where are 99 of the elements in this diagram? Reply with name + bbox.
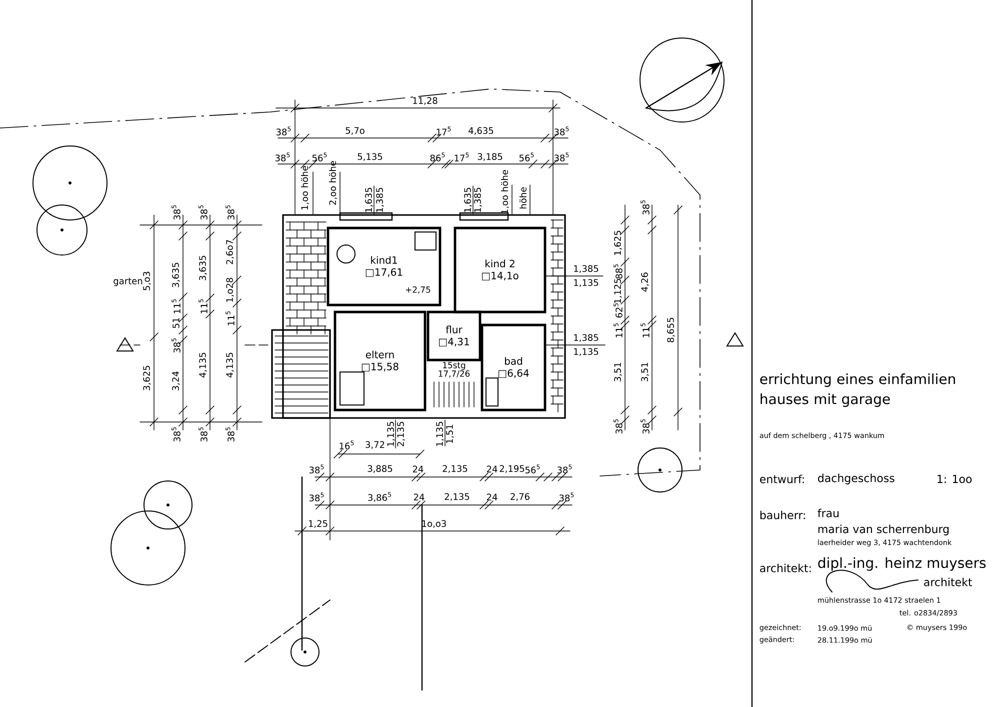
dimension-label: 3,635: [172, 262, 180, 288]
title-text: errichtung eines einfamilien hauses mit garage: [760, 373, 955, 407]
dimension-label: 11$^{5}$: [640, 323, 650, 338]
dimension-label: 1o,o3: [422, 520, 446, 528]
field-label: architekt:: [760, 564, 811, 572]
field-label: 1: 1oo: [938, 474, 972, 484]
dimension-label: 86$^{5}$: [430, 152, 445, 162]
dimension-label: 1,635: [365, 188, 373, 212]
dimension-label: 24: [486, 494, 498, 500]
dimension-label: 2,195: [500, 465, 524, 473]
dimension-label: 38$^{5}$: [226, 205, 234, 220]
dimension-label: 1,135: [387, 422, 395, 446]
dimension-label: 11$^{5}$: [614, 323, 622, 338]
dimension-label: 17$^{5}$: [436, 126, 451, 136]
annotation-label: +2,75: [406, 286, 430, 294]
dimension-label: 5,135: [358, 153, 382, 161]
dimension-label: 1,135: [574, 279, 598, 287]
dimension-label: 3,625: [143, 366, 151, 390]
dimension-label: 1,385: [574, 334, 598, 342]
dimension-label: 11$^{5}$: [172, 299, 180, 314]
dimension-label: 24: [412, 466, 424, 472]
dimension-label: 24: [414, 494, 424, 500]
field-label: bauherr:: [760, 510, 805, 520]
room-outline: eltern □15,58: [334, 310, 426, 412]
dimension-label: 1,385: [574, 265, 598, 273]
dimension-label: 56$^{5}$: [525, 464, 540, 474]
dimension-label: 4,26: [641, 272, 649, 292]
dimension-label: 3,51: [641, 362, 649, 382]
room-outline: bad □6,64: [480, 324, 546, 412]
dimension-label: 17$^{5}$: [454, 152, 469, 162]
dimension-label: 1,135: [574, 348, 598, 356]
field-label: entwurf:: [760, 474, 804, 484]
field-label: architekt: [924, 578, 972, 586]
dimension-label: 38$^{5}$: [614, 419, 622, 434]
dimension-label: 2,6o7: [226, 240, 234, 264]
dimension-label: 38$^{5}$: [275, 152, 290, 162]
dimension-label: 1,385: [376, 188, 384, 212]
dimension-label: 38$^{5}$: [198, 205, 208, 220]
dimension-label: 56$^{5}$: [312, 152, 327, 162]
dimension-label: 38$^{5}$: [309, 464, 324, 474]
dimension-label: 38$^{5}$: [559, 492, 574, 502]
dimension-label: 51: [172, 318, 180, 328]
dimension-label: 38$^{5}$: [172, 427, 180, 442]
dimension-label: 3,51: [614, 362, 622, 382]
dimension-label: 3,72: [366, 441, 384, 449]
dimension-label: 38$^{5}$: [172, 338, 180, 353]
dimension-label: 24: [486, 466, 498, 472]
dimension-label: 11,28: [413, 97, 438, 105]
annotation-label: 17,7/26: [438, 370, 470, 378]
dimension-label: 88$^{5}$: [614, 264, 622, 279]
dimension-label: 4,135: [199, 352, 207, 378]
dimension-label: 2,76: [510, 493, 530, 501]
dimension-label: 38$^{5}$: [276, 126, 291, 136]
dimension-label: 1,635: [464, 188, 472, 212]
dimension-label: 38$^{5}$: [557, 464, 572, 474]
dimension-label: 1,625: [614, 230, 622, 255]
dimension-label: 1,385: [474, 188, 482, 212]
dimension-label: 1,o28: [226, 278, 234, 302]
dimension-label: 38$^{5}$: [640, 200, 650, 215]
field-label: dipl.-ing. heinz muysers: [818, 557, 986, 571]
area-label: garten: [114, 278, 142, 286]
dimension-label: 4,635: [468, 127, 494, 135]
dimension-label: 2,135: [442, 465, 468, 473]
dimension-label: 56$^{5}$: [519, 152, 534, 162]
dimension-label: 16$^{5}$: [340, 440, 354, 450]
dimension-label: 3,86$^{5}$: [368, 492, 391, 502]
dimension-label: 1,oo höhe: [301, 166, 309, 210]
dimension-label: 38$^{5}$: [554, 126, 569, 136]
annotation-label: 15stg: [443, 362, 466, 370]
dimension-label: 38$^{5}$: [226, 427, 234, 442]
dimension-label: 5,o3: [143, 272, 151, 290]
dimension-label: 1,125: [614, 278, 622, 303]
dimension-label: 3,635: [199, 256, 207, 280]
room-outline: kind 2 □14,1o: [454, 226, 546, 314]
dimension-label: 11$^{5}$: [226, 311, 234, 326]
dimension-label: 1,25: [309, 520, 328, 528]
dimension-label: 38$^{5}$: [554, 152, 569, 162]
dimension-label: 1,51: [446, 424, 454, 444]
dimension-label: 38$^{5}$: [309, 492, 324, 502]
field-label: dachgeschoss: [818, 474, 894, 484]
dimension-label: 62$^{5}$: [614, 303, 622, 318]
dimension-label: 38$^{5}$: [640, 419, 650, 434]
dimension-label: 3,185: [478, 153, 502, 161]
dimension-label: 2,135: [444, 493, 470, 501]
dimension-label: 38$^{5}$: [198, 427, 208, 442]
dimension-label: höhe: [520, 187, 526, 208]
dimension-label: 2,135: [397, 422, 405, 446]
dimension-label: 4,135: [226, 352, 234, 378]
dimension-label: 38$^{5}$: [172, 205, 180, 220]
dimension-label: 2,oo höhe: [329, 161, 337, 205]
dimension-label: 11$^{5}$: [198, 299, 208, 314]
room-outline: flur □4,31: [426, 310, 482, 362]
dimension-label: 1,135: [436, 422, 444, 446]
field-label: frau: [818, 508, 839, 518]
dimension-label: 3,885: [368, 465, 392, 473]
dimension-label: 5,7o: [346, 127, 364, 135]
dimension-label: 3,24: [172, 372, 180, 390]
dimension-label: 8,655: [667, 318, 675, 342]
field-label: maria van scherrenburg: [818, 524, 949, 536]
